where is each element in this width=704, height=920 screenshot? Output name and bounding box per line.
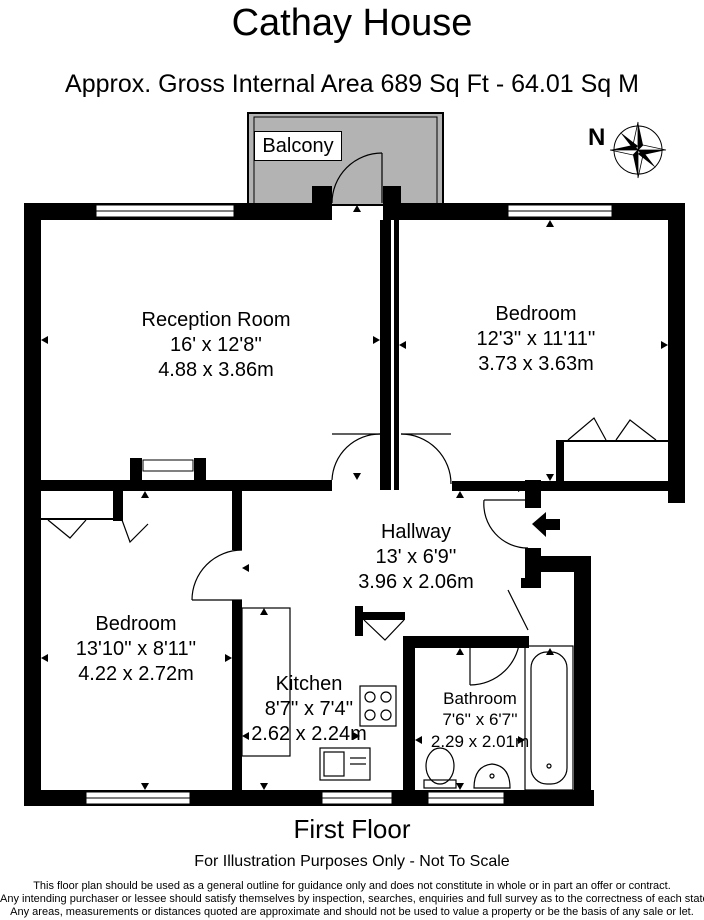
room-size-metric: 3.73 x 3.63m	[478, 353, 594, 375]
compass-north-label: N	[588, 124, 606, 151]
room-size-imperial: 12'3'' x 11'11''	[476, 328, 596, 350]
room-name: Reception Room	[141, 309, 291, 331]
hallway-label: Hallway 13' x 6'9'' 3.96 x 2.06m	[336, 520, 496, 595]
room-name: Bedroom	[495, 303, 577, 325]
room-size-imperial: 16' x 12'8''	[169, 334, 262, 356]
room-size-metric: 4.22 x 2.72m	[78, 663, 194, 685]
wardrobe-doors	[47, 417, 657, 544]
room-size-metric: 3.96 x 2.06m	[358, 571, 474, 593]
entrance-arrow-icon	[532, 512, 560, 537]
balcony-label: Balcony	[254, 131, 342, 161]
page-title: Cathay House	[231, 2, 473, 44]
floor-label: First Floor	[293, 814, 411, 844]
disclaimer-line: Any intending purchaser or lessee should…	[0, 893, 704, 905]
bathroom-label: Bathroom 7'6'' x 6'7'' 2.29 x 2.01m	[420, 688, 540, 752]
bedroom-2-label: Bedroom 13'10'' x 8'11'' 4.22 x 2.72m	[46, 612, 226, 687]
room-size-metric: 2.29 x 2.01m	[430, 731, 530, 751]
kitchen-label: Kitchen 8'7'' x 7'4'' 2.62 x 2.24m	[244, 672, 374, 747]
reception-room-label: Reception Room 16' x 12'8'' 4.88 x 3.86m	[100, 308, 332, 383]
room-size-imperial: 8'7'' x 7'4''	[264, 698, 354, 720]
kitchen-fittings	[241, 607, 397, 781]
room-name: Kitchen	[275, 673, 343, 695]
room-size-imperial: 13'10'' x 8'11''	[75, 638, 197, 660]
bedroom-1-label: Bedroom 12'3'' x 11'11'' 3.73 x 3.63m	[446, 302, 626, 377]
disclaimer-line: This floor plan should be used as a gene…	[33, 880, 671, 892]
room-size-imperial: 13' x 6'9''	[375, 546, 457, 568]
illustration-note: For Illustration Purposes Only - Not To …	[194, 853, 510, 870]
interior-walls	[24, 186, 668, 806]
doors	[191, 152, 529, 686]
room-name: Balcony	[262, 135, 334, 157]
room-name: Hallway	[380, 521, 452, 543]
gross-internal-area: Approx. Gross Internal Area 689 Sq Ft - …	[65, 70, 639, 98]
windows	[85, 204, 613, 805]
room-size-metric: 4.88 x 3.86m	[158, 359, 274, 381]
measurement-markers	[41, 205, 668, 790]
room-size-imperial: 7'6'' x 6'7''	[442, 710, 518, 730]
room-name: Bedroom	[95, 613, 177, 635]
disclaimer-line: Any areas, measurements or distances quo…	[10, 906, 694, 918]
room-size-metric: 2.62 x 2.24m	[251, 723, 367, 745]
compass-rose-icon	[609, 121, 667, 179]
room-name: Bathroom	[443, 689, 517, 708]
